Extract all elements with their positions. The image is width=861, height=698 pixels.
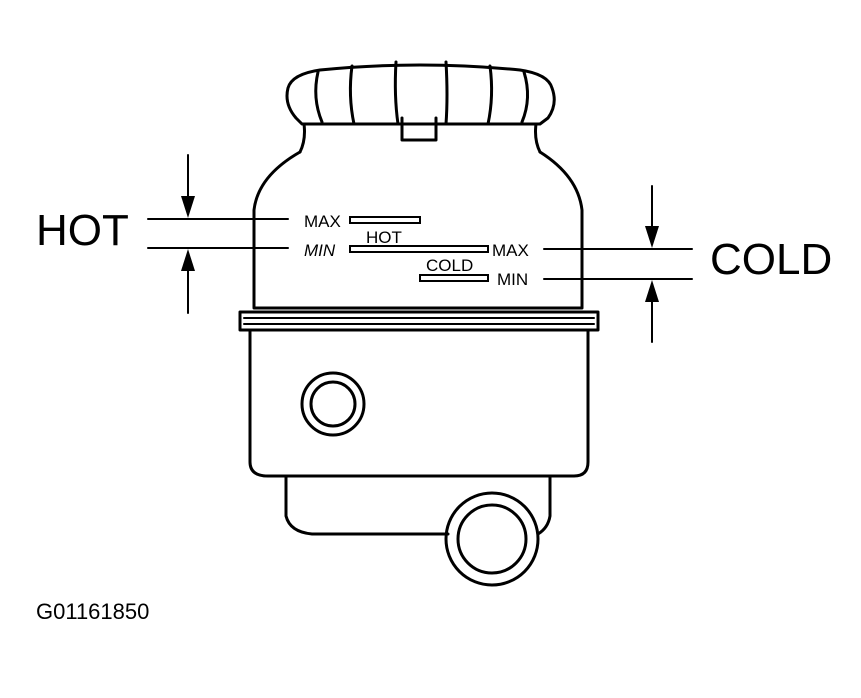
cold-tag-label: COLD [426, 256, 473, 275]
arrow-up-icon [181, 249, 195, 271]
hot-min-label: MIN [304, 241, 336, 260]
hot-max-mark [349, 216, 421, 224]
hot-max-label: MAX [304, 212, 341, 231]
side-port [300, 371, 366, 437]
hot-tag-label: HOT [366, 228, 402, 247]
hot-range-indicator [147, 154, 289, 314]
cold-label: COLD [710, 235, 832, 284]
cold-min-label: MIN [497, 270, 528, 289]
bottom-port [444, 491, 540, 587]
figure-id: G01161850 [36, 599, 149, 624]
reservoir-body [238, 122, 600, 536]
hot-label: HOT [36, 206, 129, 255]
cold-max-label: MAX [492, 241, 529, 260]
reservoir-cap [285, 60, 556, 142]
cold-range-indicator [543, 185, 693, 343]
arrow-down-icon [181, 196, 195, 218]
arrow-down-icon [645, 226, 659, 248]
level-marks [349, 216, 489, 282]
cold-min-mark [419, 274, 489, 282]
hot-min-cold-max-mark [349, 245, 489, 253]
arrow-up-icon [645, 280, 659, 302]
